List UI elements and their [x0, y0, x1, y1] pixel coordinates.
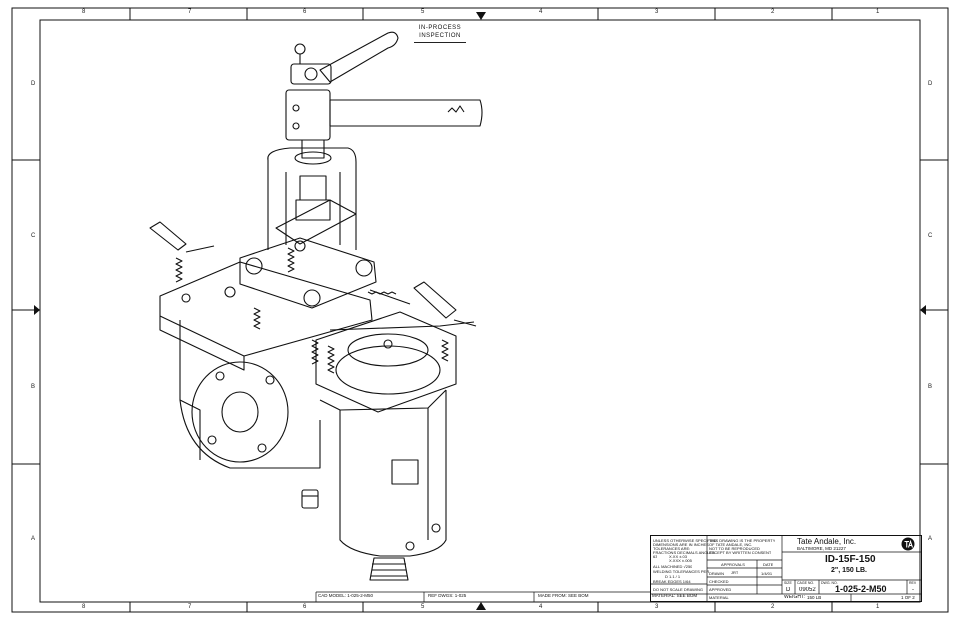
drawn-by: JRT — [731, 570, 739, 575]
zone-col-1-bottom: 1 — [876, 604, 880, 610]
drawn-label: DRAWN — [709, 571, 724, 576]
tolerance-line-3: TOLERANCES ARE: — [653, 546, 691, 551]
company-name: Tate Andale, Inc. — [797, 537, 857, 546]
property-line-1: THIS DRAWING IS THE PROPERTY — [709, 538, 776, 543]
tolerance-line-6: X.XX ±.03 — [669, 554, 687, 559]
zone-row-a-left: A — [31, 536, 36, 542]
zone-row-b-left: B — [31, 384, 36, 390]
zone-col-6-top: 6 — [303, 9, 307, 15]
zone-col-5-top: 5 — [421, 9, 425, 15]
tolerance-line-7: X.XXX ±.005 — [669, 558, 692, 563]
cage-value: 09052 — [799, 587, 816, 593]
outer-frame — [11, 7, 949, 613]
title-block: UNLESS OTHERWISE SPECIFIED DIMENSIONS AR… — [650, 535, 922, 602]
material-label: MATERIAL — [709, 595, 729, 600]
dwg-no-label: DWG. NO. — [821, 581, 838, 585]
inspection-note: IN-PROCESS INSPECTION — [414, 24, 466, 43]
title-block-grid — [651, 536, 921, 601]
weight-label: WEIGHT: — [784, 595, 805, 600]
size-label: SIZE — [784, 581, 792, 585]
ref-dwgs-note: REF DWGS: 1-025 — [428, 593, 467, 598]
weight-value: 150 LB — [807, 595, 822, 600]
zone-col-7-top: 7 — [188, 9, 192, 15]
zone-row-a-right: A — [928, 536, 933, 542]
zone-row-c-right: C — [928, 233, 933, 239]
zone-row-d-left: D — [31, 81, 36, 87]
zone-col-4-top: 4 — [539, 9, 543, 15]
checked-label: CHECKED — [709, 579, 729, 584]
inner-frame — [39, 19, 921, 603]
drawing-title: ID-15F-150 — [825, 554, 876, 565]
drawing-subtitle: 2", 150 LB. — [831, 567, 868, 574]
tolerance-line-1: UNLESS OTHERWISE SPECIFIED — [653, 538, 717, 543]
property-line-3: NOT TO BE REPRODUCED — [709, 546, 760, 551]
note-line-1: IN-PROCESS — [418, 25, 462, 31]
zone-col-8-bottom: 8 — [82, 604, 86, 610]
tolerance-line-4: FRACTIONS DECIMALS ANGLES — [653, 550, 715, 555]
zone-col-8-top: 8 — [82, 9, 86, 15]
tolerance-line-8: ALL MACHINED √250 — [653, 564, 693, 569]
tolerance-line-11: BREAK EDGES 1/64 — [653, 579, 691, 584]
zone-col-2-top: 2 — [771, 9, 775, 15]
property-line-4: EXCEPT BY WRITTEN CONSENT — [709, 550, 772, 555]
approved-label: APPROVED — [709, 587, 732, 592]
tolerance-line-10: D 1.1 / 1 — [665, 574, 681, 579]
zone-ticks — [12, 8, 948, 612]
property-line-2: OF TATE ANDALE, INC. — [709, 542, 753, 547]
zone-col-6-bottom: 6 — [303, 604, 307, 610]
zone-row-c-left: C — [31, 233, 36, 239]
note-line-2: INSPECTION — [414, 32, 466, 43]
cad-model-note: CAD MODEL: 1-025-2-M50 — [318, 593, 374, 598]
material-note: MATERIAL: SEE BOM — [652, 593, 698, 598]
drawn-date: 1/4/01 — [761, 571, 773, 576]
size-value: D — [786, 587, 791, 593]
zone-row-b-right: B — [928, 384, 933, 390]
zone-col-2-bottom: 2 — [771, 604, 775, 610]
center-arrows — [12, 12, 948, 610]
valve-assembly-drawing — [149, 31, 483, 581]
approvals-header: APPROVALS — [721, 562, 745, 567]
tolerance-line-9: WELDING TOLERANCES PER — [653, 569, 710, 574]
tolerance-line-5: 63 — [653, 554, 658, 559]
sheet-number: 1 OF 2 — [901, 595, 915, 600]
made-from-note: MADE FROM: SEE BOM — [538, 593, 589, 598]
drawing-number: 1-025-2-M50 — [835, 585, 887, 594]
company-city: BALTIMORE, MD 21227 — [797, 546, 846, 551]
company-logo — [901, 537, 915, 551]
tolerance-line-12: DO NOT SCALE DRAWING — [653, 587, 704, 592]
zone-col-3-bottom: 3 — [655, 604, 659, 610]
tolerance-line-2: DIMENSIONS ARE IN INCHES — [653, 542, 709, 547]
zone-col-3-top: 3 — [655, 9, 659, 15]
rev-value: - — [912, 587, 914, 593]
cage-label: CAGE NO. — [797, 581, 815, 585]
rev-label: REV — [909, 581, 917, 585]
zone-col-1-top: 1 — [876, 9, 880, 15]
zone-col-4-bottom: 4 — [539, 604, 543, 610]
zone-col-7-bottom: 7 — [188, 604, 192, 610]
zone-row-d-right: D — [928, 81, 933, 87]
zone-col-5-bottom: 5 — [421, 604, 425, 610]
approvals-date-header: DATE — [763, 562, 774, 567]
